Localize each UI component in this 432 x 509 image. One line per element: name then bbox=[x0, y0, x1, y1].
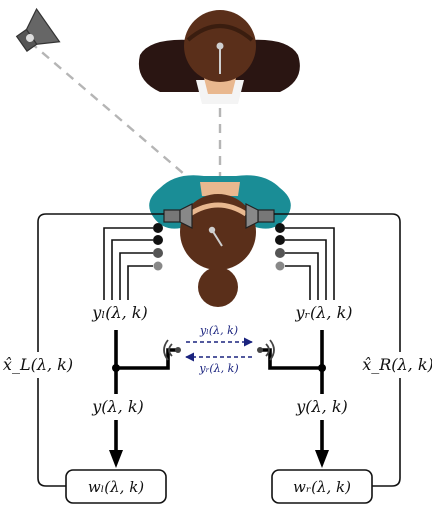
wireless-antenna-icon bbox=[163, 339, 181, 361]
wireless-antenna-icon bbox=[257, 339, 275, 361]
label-xhat-right: x̂_R(λ, k) bbox=[362, 355, 432, 374]
label-xhat-left: x̂_L(λ, k) bbox=[3, 355, 73, 374]
mic-right-3 bbox=[275, 248, 285, 258]
label-yL: yₗ(λ, k) bbox=[91, 303, 147, 322]
right-hearing-aid-icon bbox=[245, 203, 275, 229]
label-link-bottom: yᵣ(λ, k) bbox=[198, 362, 238, 375]
mic-left-4 bbox=[153, 261, 163, 271]
label-y-left: y(λ, k) bbox=[91, 397, 144, 416]
mic-left-2 bbox=[153, 235, 163, 245]
left-wiring bbox=[37, 213, 178, 487]
mic-left-3 bbox=[153, 248, 163, 258]
left-hearing-aid-icon bbox=[163, 203, 193, 229]
mic-right-4 bbox=[275, 261, 285, 271]
label-link-top: yₗ(λ, k) bbox=[199, 324, 238, 337]
listener bbox=[149, 175, 291, 307]
target-talker bbox=[138, 10, 300, 104]
label-yR: yᵣ(λ, k) bbox=[294, 303, 352, 322]
right-wiring bbox=[260, 213, 401, 487]
filter-box-left: wₗ(λ, k) bbox=[65, 469, 167, 504]
right-microphones bbox=[275, 223, 285, 271]
label-wR: wᵣ(λ, k) bbox=[293, 478, 351, 496]
sight-line-speaker bbox=[29, 41, 206, 193]
filter-box-right: wᵣ(λ, k) bbox=[271, 469, 373, 504]
left-microphones bbox=[153, 223, 163, 271]
mic-right-2 bbox=[275, 235, 285, 245]
label-y-right: y(λ, k) bbox=[295, 397, 348, 416]
label-wL: wₗ(λ, k) bbox=[88, 478, 144, 496]
loudspeaker-icon bbox=[15, 7, 61, 52]
mic-right-1 bbox=[275, 223, 285, 233]
mic-left-1 bbox=[153, 223, 163, 233]
